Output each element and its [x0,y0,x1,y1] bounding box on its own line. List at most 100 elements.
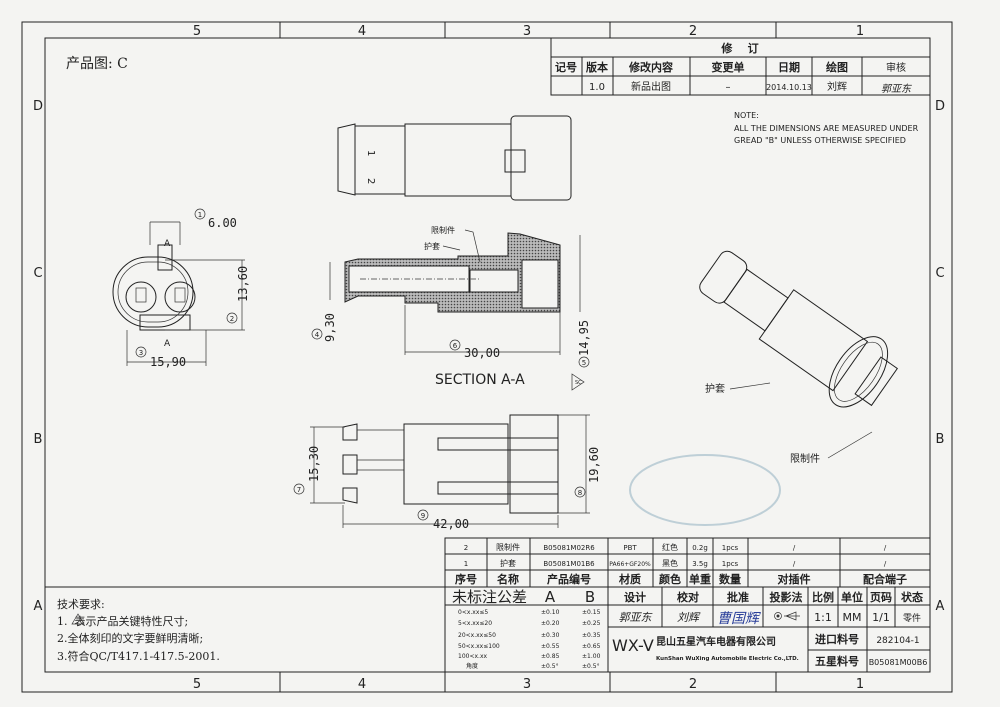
wx-number: B05081M00B6 [869,658,928,667]
outer-frame [21,21,953,693]
header: 对插件 [778,572,811,586]
cell: 5<x.xx≤20 [458,620,492,627]
designer-signature: 郭亚东 [619,611,654,624]
section-mark: A [164,239,171,249]
zone-col: 3 [523,24,531,39]
revision-change-order: – [726,82,731,93]
note: NOTE: ALL THE DIMENSIONS ARE MEASURED UN… [734,111,919,145]
dimension-height: 14,95 [577,320,591,356]
header: 配合端子 [863,572,907,586]
cell: PBT [623,544,637,552]
note-line: ALL THE DIMENSIONS ARE MEASURED UNDER [734,124,919,133]
cell: 1pcs [722,560,739,568]
revision-date: 2014.10.13 [766,83,812,92]
cell: 角度 [466,662,478,670]
revision-header: 修改内容 [628,60,673,74]
balloon: 4 [315,331,320,339]
zone-row: D [935,99,945,114]
cell: 100<x.xx [458,653,487,660]
zone-row: D [33,99,43,114]
cell: 20<x.xx≤50 [458,632,496,639]
dimension-length: 42,00 [433,517,469,531]
approval-stamp [629,454,781,526]
wx-number-label: 五星料号 [815,654,859,668]
header: 单位 [841,590,863,604]
balloon: 7 [297,486,301,494]
cell: / [793,544,796,552]
revision-drawer: 刘辉 [827,81,847,93]
dimension-width: 15,90 [150,355,186,369]
revision-header: 日期 [778,60,800,74]
balloon: 6 [453,342,458,350]
side-view: 7 15,30 8 19,60 9 42,00 [293,414,601,531]
table-row: 2 限制件 B05081M02R6 PBT 红色 0.2g 1pcs / / [464,542,887,552]
balloon: 2 [230,315,234,323]
zone-row: A [936,599,945,614]
cell: 0.2g [692,544,708,552]
header: 页码 [870,591,892,604]
cell: ±0.5° [582,663,600,670]
cell: 护套 [500,558,516,568]
cell: ±0.65 [582,643,601,650]
key-symbol: SC [575,380,582,386]
tolerance-title: 未标注公差 [452,588,527,606]
tolerance-col-a: A [545,588,556,606]
import-number-label: 进口料号 [815,632,859,646]
revision-content: 新品出图 [631,80,671,93]
zone-row: B [34,432,43,447]
callout-housing: 护套 [424,241,440,251]
zone-col: 2 [689,677,697,692]
company-name-en: KunShan WuXing Automobile Electric Co.,L… [656,656,799,662]
cell: / [884,544,887,552]
top-view: 1 2 [337,115,572,201]
cell: 红色 [662,542,678,552]
zone-col: 1 [856,24,864,39]
cell: 3.5g [692,560,708,568]
table-row: 1 护套 B05081M01B6 PA66+GF20% 黑色 3.5g 1pcs… [464,558,887,568]
table-header: 序号 名称 产品编号 材质 颜色 单重 数量 对插件 配合端子 [455,572,907,586]
header: 材质 [619,572,641,586]
section-mark: A [164,339,171,349]
zone-row: A [34,599,43,614]
revision-header: 审核 [886,61,906,74]
header: 名称 [497,572,519,586]
unit-value: MM [843,611,862,624]
projection-method-icon [774,611,800,621]
cell: ±0.35 [582,632,601,639]
iso-callout-housing: 护套 [705,382,725,395]
revision-header: 绘图 [826,60,848,74]
balloon: 3 [139,349,143,357]
cell: 50<x.xx≤100 [458,643,500,650]
tolerance-col-b: B [585,588,595,606]
header: 状态 [901,590,923,604]
cell: ±0.85 [541,653,560,660]
company-logo: WX-V [612,636,654,655]
dimension-length: 30,00 [464,346,500,360]
section-view: 限制件 护套 4 9,30 6 30,00 5 14,95 SC SECTION… [311,225,591,391]
cell: 黑色 [662,558,678,568]
checker-signature: 刘辉 [677,611,701,624]
header: 批准 [727,590,749,604]
tech-item: 1. 表示产品关键特性尺寸; [57,614,188,628]
cell: PA66+GF20% [609,561,651,568]
header: 数量 [719,572,741,586]
cell: / [884,560,887,568]
dimension-height: 13,60 [236,266,250,302]
cell: B05081M01B6 [543,560,595,568]
parts-table: 2 限制件 B05081M02R6 PBT 红色 0.2g 1pcs / / 1… [444,537,931,588]
callout-lock: 限制件 [431,225,455,235]
header: 序号 [455,572,477,586]
zone-row: C [33,266,42,281]
revision-header: 变更单 [712,60,745,74]
header: 产品编号 [547,572,591,586]
revision-version: 1.0 [589,82,605,93]
front-view: 1 6.00 A A 2 13,60 3 15,90 [112,208,250,369]
technical-requirements: 技术要求: 1. 表示产品关键特性尺寸; 2.全体刻印的文字要鲜明清晰; 3.符… [44,586,446,673]
revision-reviewer-signature: 郭亚东 [881,83,912,95]
zone-col: 4 [358,677,366,692]
header: 设计 [624,590,646,604]
zone-col: 5 [193,24,201,39]
note-line: GREAD "B" UNLESS OTHERWISE SPECIFIED [734,136,906,145]
balloon: 9 [421,512,425,520]
